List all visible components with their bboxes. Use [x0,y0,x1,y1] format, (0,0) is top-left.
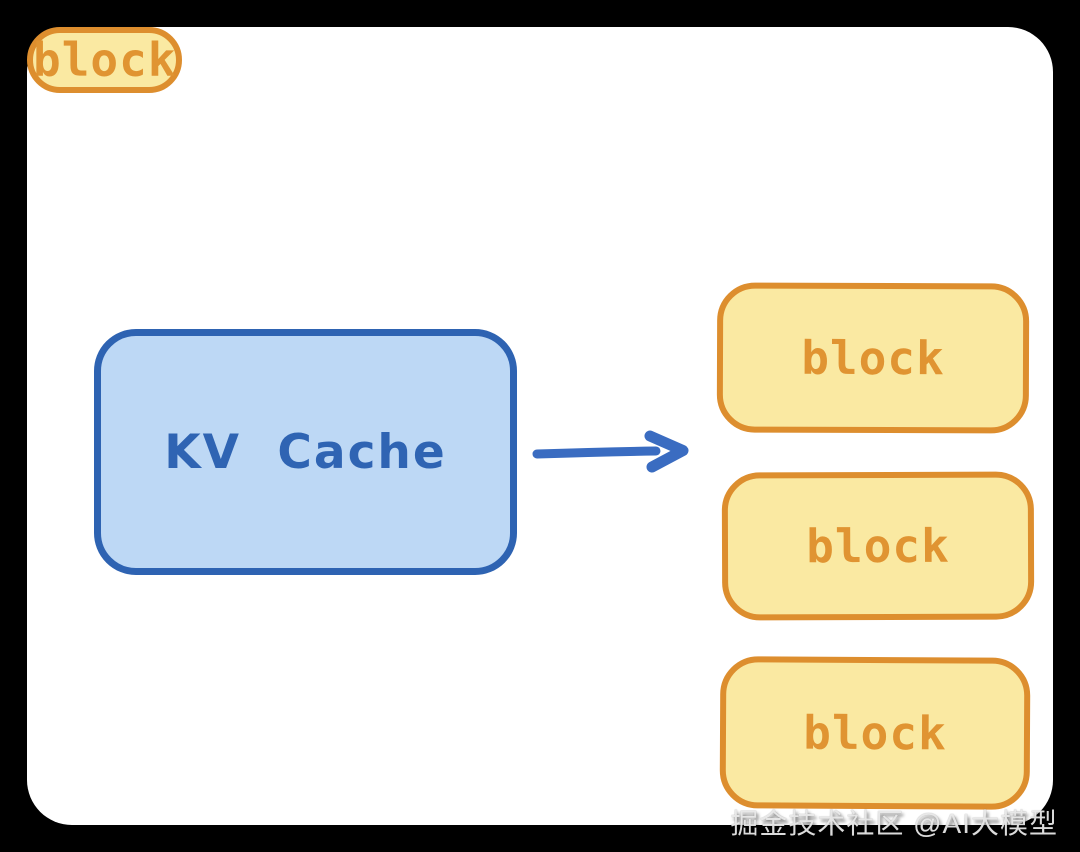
kv-cache-node: KV Cache [94,329,517,575]
watermark-text: 掘金技术社区 @AI大模型 [730,808,1058,839]
block-node-1: block [716,282,1030,434]
block-label: block [33,33,177,87]
kv-cache-label: KV Cache [164,424,447,480]
diagram-canvas: KV Cache block block block block [27,27,1053,825]
block-node-3: block [719,656,1031,810]
block-label: block [806,518,950,574]
block-label: block [803,705,947,761]
block-node-4: block [27,27,183,93]
block-node-2: block [721,471,1035,621]
block-label: block [801,330,945,386]
right-arrow-icon [532,430,689,473]
